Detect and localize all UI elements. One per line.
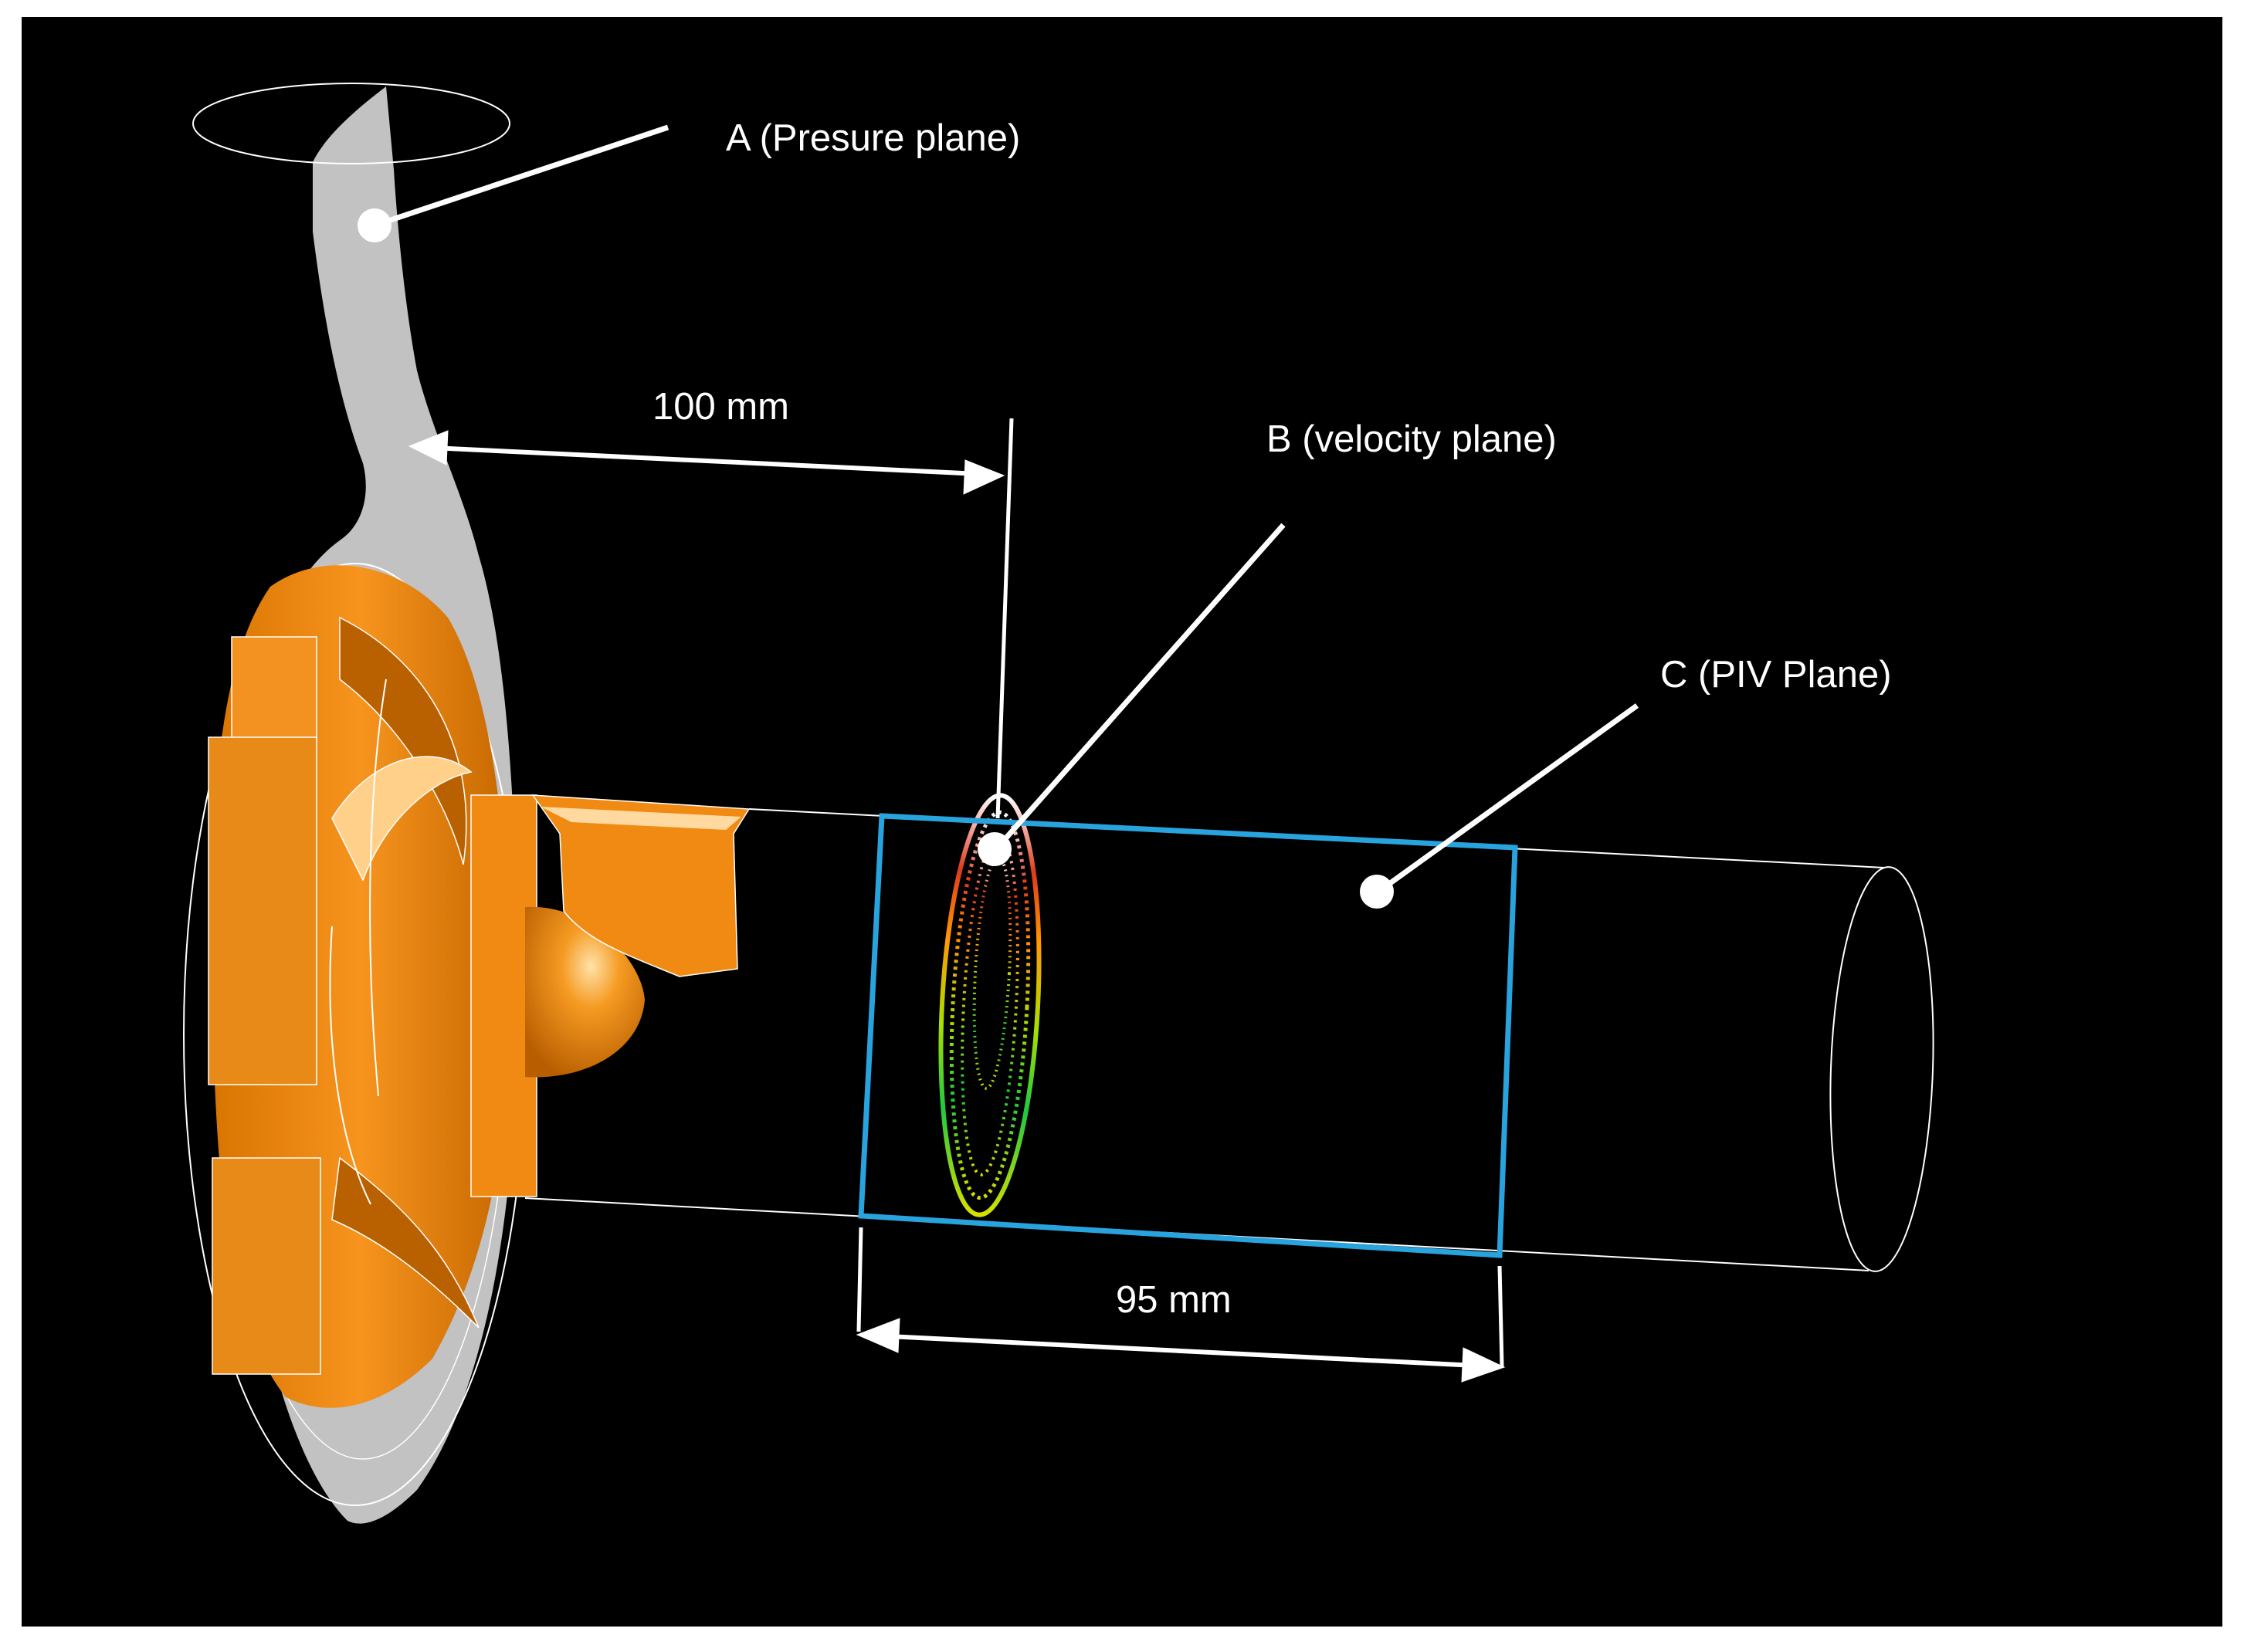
- inlet-ring: [192, 83, 510, 164]
- dimension-100mm-label: 100 mm: [653, 386, 789, 428]
- callout-a: [358, 124, 669, 242]
- dimension-95mm-label: 95 mm: [1116, 1279, 1232, 1321]
- dimension-100mm: [408, 418, 1014, 819]
- label-plane-a: A (Presure plane): [726, 117, 1020, 159]
- impeller: [183, 563, 751, 1506]
- piv-plane: [858, 813, 1518, 1258]
- dimension-95mm: [856, 1227, 1506, 1383]
- label-plane-b: B (velocity plane): [1266, 418, 1557, 460]
- label-plane-c: C (PIV Plane): [1660, 654, 1892, 696]
- callout-b: [978, 523, 1286, 866]
- callout-c: [1360, 703, 1639, 909]
- velocity-plane: [938, 793, 1042, 1217]
